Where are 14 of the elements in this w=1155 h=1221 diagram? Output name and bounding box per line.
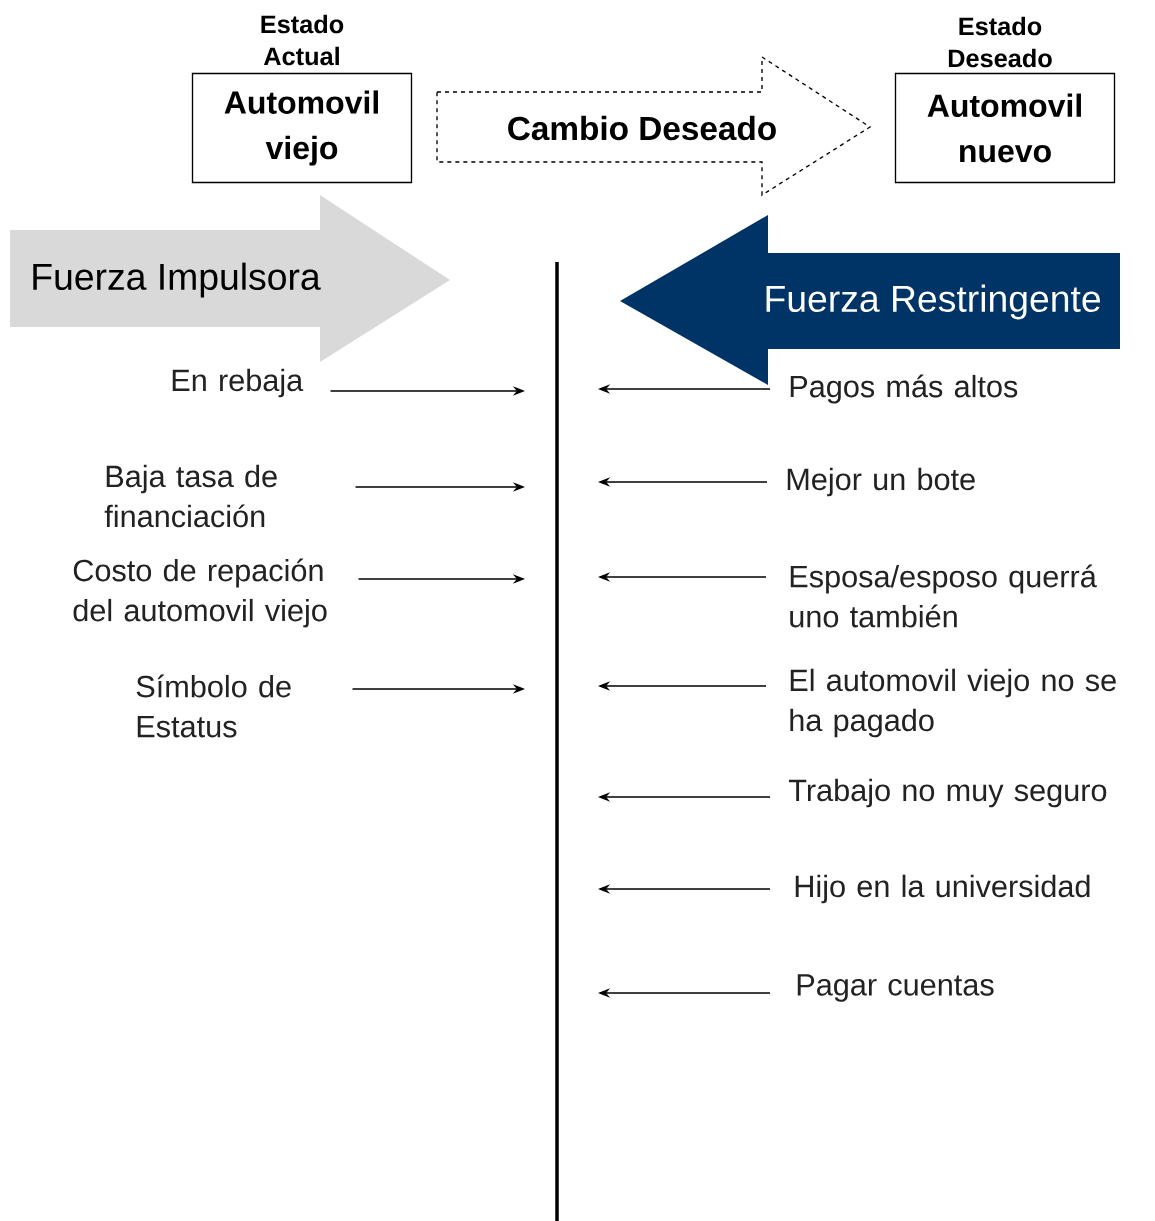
force-label: Trabajo no muy seguro (788, 778, 1107, 808)
force-label: Mejor un bote (787, 467, 975, 497)
force-label: Hijo en la universidad (795, 874, 1090, 904)
force-label: Esposa/esposo querrá uno también (790, 564, 1097, 628)
heading: Estado Actual (261, 14, 344, 66)
heading: Estado Deseado (948, 16, 1052, 68)
force-label: El automovil viejo no se ha pagado (790, 668, 1116, 738)
state-box: Automovil nuevo (894, 72, 1116, 184)
force-label: En rebaja (172, 368, 304, 398)
force-label: Costo de repación del automovil viejo (73, 558, 327, 628)
force-label: Símbolo de Estatus (136, 674, 291, 738)
state-box: Automovil viejo (191, 72, 413, 184)
force-label: Pagar cuentas (797, 974, 994, 1002)
force-label: Baja tasa de financiación (104, 464, 277, 528)
